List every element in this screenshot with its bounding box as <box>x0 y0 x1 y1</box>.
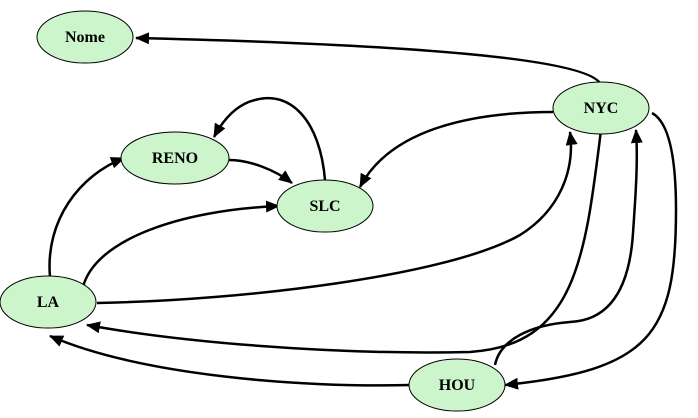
edge-reno-to-slc <box>228 158 293 184</box>
node-hou: HOU <box>408 358 506 412</box>
node-nyc-ellipse <box>552 81 650 135</box>
node-nome-label: Nome <box>65 29 105 46</box>
node-nome-ellipse <box>36 10 134 64</box>
node-slc-label: SLC <box>309 198 340 215</box>
node-nyc-label: NYC <box>584 100 619 117</box>
node-nyc: NYC <box>552 81 650 135</box>
node-nome: Nome <box>36 10 134 64</box>
node-hou-ellipse <box>408 358 506 412</box>
edge-hou-to-nyc <box>493 129 643 366</box>
edge-nyc-to-nome <box>135 32 603 86</box>
edge-hou-to-la <box>49 334 411 387</box>
edge-la-to-slc <box>81 200 280 288</box>
nodes: Nome NYC RENO SLC LA HOU <box>0 10 650 412</box>
node-reno-label: RENO <box>152 150 198 167</box>
edges <box>48 32 678 390</box>
node-reno: RENO <box>120 131 230 185</box>
edge-nyc-to-la <box>86 129 603 354</box>
node-slc-ellipse <box>276 179 374 233</box>
edge-la-to-reno <box>48 156 125 278</box>
node-la-label: LA <box>37 294 60 311</box>
edge-nyc-to-slc <box>358 110 554 188</box>
node-reno-ellipse <box>120 131 230 185</box>
edge-slc-to-reno <box>212 97 327 181</box>
node-la-ellipse <box>0 275 97 329</box>
edge-nyc-to-hou <box>504 111 678 390</box>
node-hou-label: HOU <box>439 377 476 394</box>
node-slc: SLC <box>276 179 374 233</box>
edge-la-to-nyc <box>96 131 578 305</box>
node-la: LA <box>0 275 97 329</box>
